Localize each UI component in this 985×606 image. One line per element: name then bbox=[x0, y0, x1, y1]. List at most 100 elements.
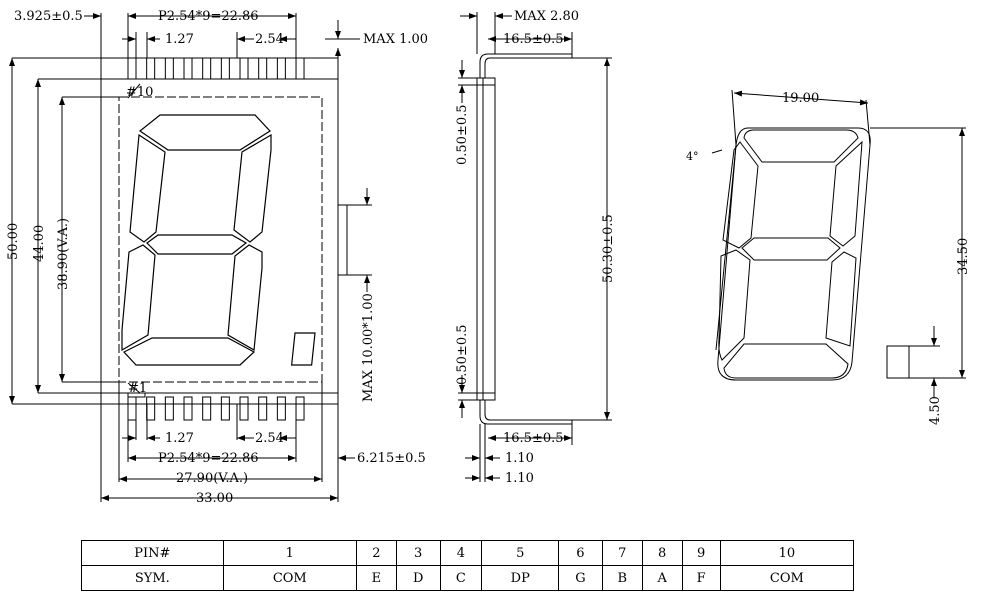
pin-number-cell: 9 bbox=[681, 540, 721, 566]
dim-050-top: 0.50±0.5 bbox=[455, 104, 470, 165]
dim-050-bottom: 0.50±0.5 bbox=[455, 324, 470, 385]
dim-254-top: 2.54 bbox=[255, 32, 284, 47]
bottom-pin bbox=[127, 396, 137, 421]
dim-5030: 50.30±0.5 bbox=[601, 214, 616, 283]
pin-number-cell: 3 bbox=[395, 540, 441, 566]
segment-c bbox=[227, 244, 263, 351]
dim-pitch-top: P2.54*9=22.86 bbox=[158, 9, 259, 24]
symbol-cell: COM bbox=[719, 565, 855, 591]
bottom-pin bbox=[183, 396, 193, 421]
segment-e bbox=[121, 244, 156, 352]
connector-tab bbox=[337, 204, 348, 276]
symbol-cell: D bbox=[395, 565, 441, 591]
display-body-outline bbox=[100, 57, 339, 405]
pin-number-cell: 10 bbox=[719, 540, 855, 566]
dim-3300: 33.00 bbox=[196, 491, 233, 506]
symbol-header-cell: SYM. bbox=[81, 565, 224, 591]
dim-450: 4.50 bbox=[928, 396, 943, 425]
detail-segment-d bbox=[723, 343, 849, 379]
dim-pitch-bottom: P2.54*9=22.86 bbox=[158, 451, 259, 466]
detail-segment-f bbox=[722, 141, 759, 249]
symbol-cell: A bbox=[641, 565, 683, 591]
dim-44: 44.00 bbox=[32, 225, 47, 262]
decimal-point bbox=[290, 332, 316, 366]
dim-50: 50.00 bbox=[6, 223, 21, 260]
segment-f bbox=[129, 133, 166, 243]
dim-1900: 19.00 bbox=[782, 91, 819, 106]
label-pin1: #1 bbox=[128, 381, 147, 396]
bottom-pin bbox=[202, 396, 212, 421]
dim-max-1000: MAX 10.00*1.00 bbox=[361, 293, 376, 402]
pin-number-cell: 5 bbox=[481, 540, 560, 566]
label-pin10: #10 bbox=[126, 85, 153, 100]
pin-number-cell: 6 bbox=[558, 540, 603, 566]
side-lead-top bbox=[479, 53, 573, 78]
dim-3890: 38.90(V.A.) bbox=[56, 218, 71, 290]
segment-g bbox=[146, 234, 248, 255]
pin-symbol-row: SYM. COM E D C DP G B A F COM bbox=[81, 565, 855, 591]
segment-d bbox=[123, 337, 256, 366]
dim-110-b: 1.10 bbox=[505, 471, 534, 486]
segment-b bbox=[233, 133, 272, 243]
detail-segment-c bbox=[825, 251, 857, 347]
top-pin bbox=[239, 57, 249, 80]
detail-segment-e bbox=[718, 249, 751, 361]
top-pin bbox=[276, 57, 286, 80]
top-pin bbox=[295, 57, 305, 80]
top-pin bbox=[183, 57, 193, 80]
symbol-cell: G bbox=[558, 565, 603, 591]
symbol-cell: C bbox=[439, 565, 483, 591]
dim-127-top: 1.27 bbox=[165, 32, 194, 47]
segment-a bbox=[138, 114, 271, 151]
pin-number-cell: 4 bbox=[439, 540, 483, 566]
pin-number-cell: 8 bbox=[641, 540, 683, 566]
viewing-area-outline bbox=[118, 96, 323, 383]
detail-segment-a bbox=[743, 129, 859, 163]
side-lead-bottom bbox=[479, 400, 573, 425]
pin-number-cell: 7 bbox=[601, 540, 643, 566]
symbol-cell: COM bbox=[222, 565, 357, 591]
symbol-cell: DP bbox=[481, 565, 560, 591]
dim-2790: 27.90(V.A.) bbox=[176, 471, 248, 486]
dim-110-a: 1.10 bbox=[505, 451, 534, 466]
dim-3450: 34.50 bbox=[956, 238, 971, 275]
detail-decimal-point bbox=[886, 345, 910, 379]
bottom-pin bbox=[220, 396, 230, 421]
symbol-cell: E bbox=[355, 565, 397, 591]
dim-254-bottom: 2.54 bbox=[255, 431, 284, 446]
dim-165-top: 16.5±0.5 bbox=[503, 32, 564, 47]
dim-6215: 6.215±0.5 bbox=[357, 451, 426, 466]
bottom-pins bbox=[127, 396, 305, 421]
symbol-cell: F bbox=[681, 565, 721, 591]
top-pin bbox=[258, 57, 268, 80]
side-view bbox=[458, 12, 612, 482]
pin-number-cell: 2 bbox=[355, 540, 397, 566]
front-digit-segments bbox=[121, 114, 316, 366]
dim-max-280: MAX 2.80 bbox=[514, 9, 579, 24]
pin-number-cell: 1 bbox=[222, 540, 357, 566]
top-pin bbox=[202, 57, 212, 80]
symbol-cell: B bbox=[601, 565, 643, 591]
pin-header-cell: PIN# bbox=[81, 540, 224, 566]
side-body bbox=[476, 77, 496, 401]
bottom-pin bbox=[239, 396, 249, 421]
bottom-pin bbox=[146, 396, 156, 421]
digit-detail-view bbox=[711, 89, 966, 398]
bottom-pin bbox=[164, 396, 174, 421]
bottom-pin bbox=[258, 396, 268, 421]
front-view bbox=[9, 13, 372, 502]
dim-max-100: MAX 1.00 bbox=[363, 32, 428, 47]
detail-segment-g bbox=[741, 237, 841, 261]
pin-number-row: PIN# 1 2 3 4 5 6 7 8 9 10 bbox=[81, 540, 855, 566]
dim-127-bottom: 1.27 bbox=[165, 431, 194, 446]
dim-165-bottom: 16.5±0.5 bbox=[503, 431, 564, 446]
top-pin bbox=[146, 57, 156, 80]
top-pin bbox=[164, 57, 174, 80]
top-pin bbox=[127, 57, 137, 80]
dim-4deg: 4° bbox=[686, 150, 699, 163]
bottom-pin bbox=[295, 396, 305, 421]
bottom-pin bbox=[276, 396, 286, 421]
dim-3925: 3.925±0.5 bbox=[14, 9, 83, 24]
detail-segment-b bbox=[829, 140, 863, 247]
